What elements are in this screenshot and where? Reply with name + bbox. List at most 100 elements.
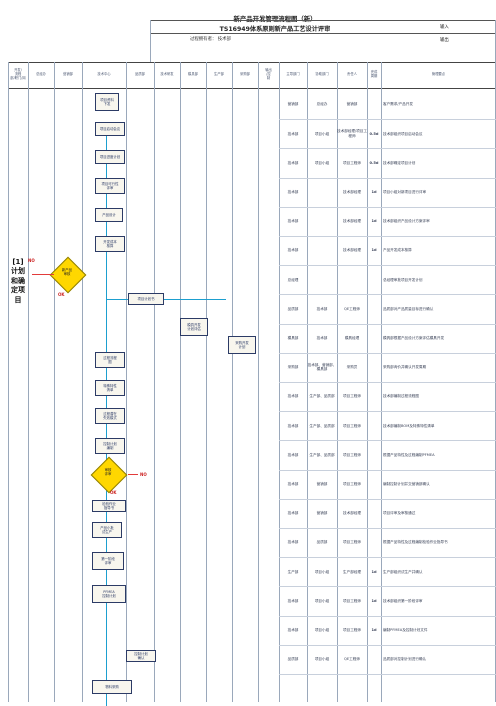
table-row-divider <box>279 528 496 529</box>
table-row-divider <box>279 615 496 617</box>
row-lead-dept: 技术部 <box>287 627 299 632</box>
row-lead-dept: 技术部 <box>287 511 299 516</box>
flow-schedule[interactable]: 项目进度计划 <box>95 150 125 164</box>
row-key-point: 编制控制计划并交营销部确认 <box>383 481 430 486</box>
header-marketing: 营销部 <box>63 72 73 77</box>
table-row-divider <box>279 119 496 121</box>
header-purchasing: 采购部 <box>240 72 250 77</box>
owner-label: 过程拥有者： <box>190 37 217 42</box>
header-output: 输出 /控 制 <box>265 68 272 80</box>
flow-cp-confirm[interactable]: 控制计划 确认 <box>126 650 156 662</box>
table-row-divider <box>279 469 496 471</box>
row-assist-dept: 项目小组 <box>314 131 330 136</box>
flow-mark-no: NO <box>28 258 35 263</box>
row-responsible: 技术部经理 <box>343 189 361 194</box>
flow-mark-no: NO <box>140 472 147 477</box>
grid-line <box>206 62 207 702</box>
flow-mold-plan[interactable]: 模具开发 计划评估 <box>180 318 208 336</box>
row-assist-dept: 品质部 <box>316 540 328 545</box>
row-assist-dept: 项目小组 <box>314 627 330 632</box>
row-lead-dept: 模具部 <box>287 335 299 340</box>
flow-first-review[interactable]: 第一阶段 评审 <box>92 552 124 570</box>
row-key-point: 编制PFMEA及控制计划文件 <box>383 627 428 632</box>
row-assist-dept <box>307 207 337 236</box>
row-period <box>367 294 381 323</box>
table-row-divider <box>279 323 496 325</box>
row-period: 0.5d <box>369 160 379 165</box>
row-lead-dept: 技术部 <box>287 219 299 224</box>
flow-product-design[interactable]: 产品设计 <box>95 208 123 222</box>
row-period <box>367 90 381 119</box>
row-lead-dept: 品质部 <box>287 657 299 662</box>
row-key-point: 项目评审及审核通过 <box>383 511 416 516</box>
flow-pfmea-cp[interactable]: PFMEA 控制计划 <box>92 585 126 603</box>
row-lead-dept: 品质部 <box>287 306 299 311</box>
grid-line <box>258 62 259 702</box>
row-key-point: 采购部询价并确认开发周期 <box>383 365 427 370</box>
row-period <box>367 382 381 411</box>
header-top-line <box>8 62 496 63</box>
row-period <box>367 528 381 557</box>
phase-label: [1]计划和确定项目 <box>11 258 25 304</box>
row-responsible: 生产部经理 <box>343 569 361 574</box>
flow-purchase-plan[interactable]: 采购开发 计划 <box>228 336 256 354</box>
flow-decision-approve-label: 新产品 审核 <box>61 268 73 277</box>
row-lead-dept: 技术部 <box>287 540 299 545</box>
flow-project-plan[interactable]: 项目计划书 <box>128 293 164 305</box>
flow-feasibility[interactable]: 项目可行性 评审 <box>95 178 125 194</box>
row-period <box>367 353 381 382</box>
title-line <box>150 20 496 21</box>
header-period: 完成 周期 <box>370 70 378 78</box>
page-title: 新产品开发管理流程图（新） <box>233 15 317 23</box>
header-key-points: 管理要点 <box>431 72 446 77</box>
flow-pfmea[interactable]: 过程潜在 失效模式 <box>95 408 125 424</box>
row-assist-dept: 生产部、品质部 <box>309 452 335 457</box>
flow-reject-line <box>128 474 138 475</box>
output-label: 输出 <box>440 38 449 43</box>
row-responsible <box>337 265 367 294</box>
grid-line <box>232 62 233 702</box>
flow-cost[interactable]: 开发成本 核算 <box>95 236 125 252</box>
flow-material-purchase[interactable]: 物料采购 <box>92 680 132 694</box>
table-row-divider <box>279 265 496 267</box>
grid-line <box>126 62 127 702</box>
flow-inspection-guide[interactable]: 检验作业 指导书 <box>92 500 126 512</box>
row-lead-dept: 技术部 <box>287 394 299 399</box>
row-period <box>367 411 381 440</box>
table-row-divider <box>279 206 496 208</box>
grid-line <box>150 20 151 62</box>
row-assist-dept: 生产部、品质部 <box>309 423 335 428</box>
row-period: 0.5d <box>369 131 379 136</box>
header-rd: 技术研发 <box>160 72 174 77</box>
row-responsible: 项目工程师 <box>343 627 361 632</box>
table-row-divider <box>279 294 496 296</box>
table-row-divider <box>279 586 496 588</box>
row-responsible: 营销部 <box>346 102 358 107</box>
row-period <box>367 645 381 674</box>
row-responsible: 采购员 <box>346 365 358 370</box>
row-period: 1d <box>371 219 377 224</box>
flow-project-docs[interactable]: 项目资料 下发 <box>95 93 119 111</box>
row-key-point: 技术部组织项目启动会议 <box>383 131 423 136</box>
row-assist-dept: 营销部 <box>316 481 328 486</box>
flow-control-plan[interactable]: 控制计划 编制 <box>95 438 125 454</box>
row-assist-dept: 营销部 <box>316 511 328 516</box>
flow-special-char[interactable]: 特殊特性 清单 <box>95 380 125 396</box>
table-row-divider <box>279 557 496 559</box>
row-responsible: QE工程师 <box>344 657 360 662</box>
row-key-point: 生产部组织试生产并确认 <box>383 569 423 574</box>
table-row-divider <box>279 498 496 500</box>
header-gm-office: 总经办 <box>36 72 46 77</box>
flow-connector <box>106 299 226 300</box>
table-row-divider <box>279 674 496 675</box>
header-assist-dept: 协助部门 <box>315 72 329 77</box>
row-key-point: 品质部对产品质量目标进行确认 <box>383 306 434 311</box>
row-period <box>367 470 381 499</box>
row-lead-dept: 技术部 <box>287 131 299 136</box>
flow-process-chart[interactable]: 过程流程 图 <box>95 352 125 368</box>
header-responsible: 责任人 <box>347 72 357 77</box>
flow-trial-production[interactable]: 产品小批 试生产 <box>92 522 122 538</box>
flow-kickoff[interactable]: 项目启动会议 <box>95 122 125 136</box>
grid-line <box>82 62 83 702</box>
row-key-point: 产品开发成本核算 <box>383 248 412 253</box>
